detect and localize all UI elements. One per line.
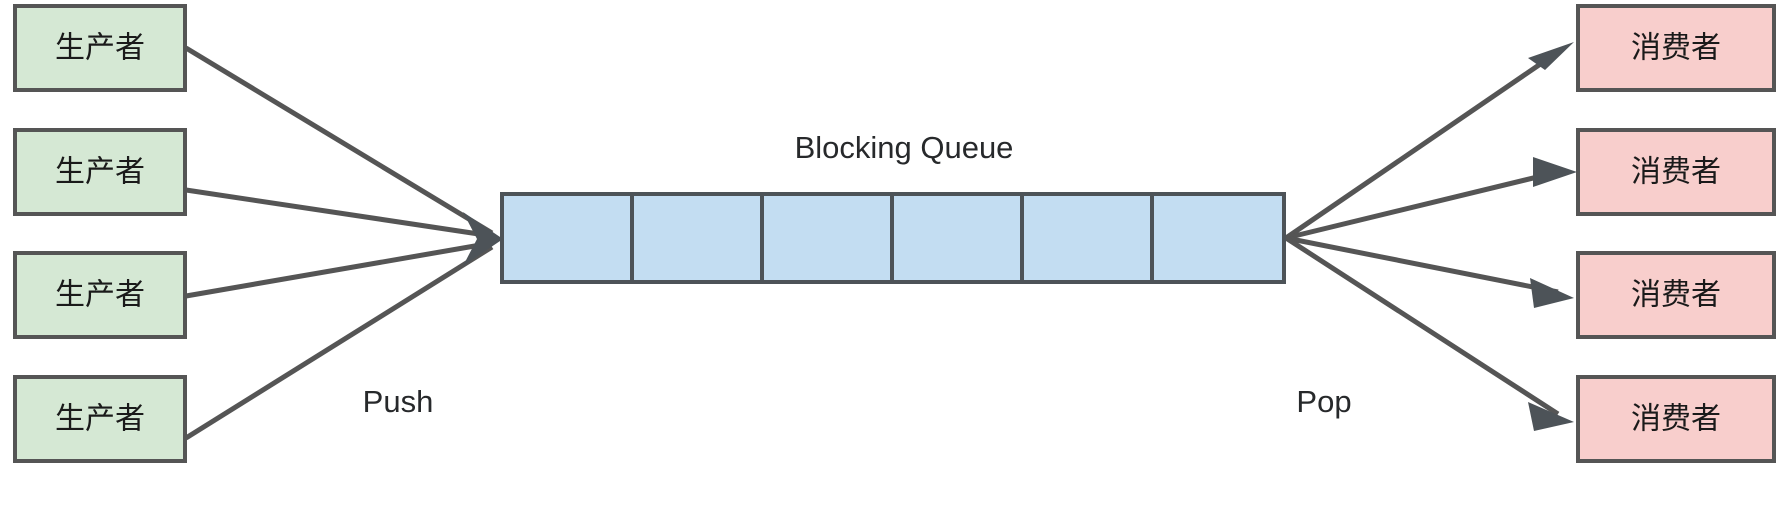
producer-node-2[interactable]: 生产者: [13, 128, 187, 216]
producer-group: 生产者 生产者 生产者 生产者: [13, 4, 187, 463]
edge-queue-to-consumer-3: [1285, 235, 1559, 295]
edge-producer-1-to-queue: [184, 45, 494, 236]
producer-node-3[interactable]: 生产者: [13, 251, 187, 339]
producer-node-1[interactable]: 生产者: [13, 4, 187, 92]
push-arrowhead-icon: [463, 212, 503, 266]
consumer-box-3[interactable]: [1576, 251, 1776, 339]
edge-queue-to-consumer-4: [1284, 235, 1560, 417]
consumer-node-3[interactable]: 消费者: [1576, 251, 1776, 339]
producer-label-3: 生产者: [55, 278, 145, 313]
consumer-box-1[interactable]: [1576, 4, 1776, 92]
consumer-label-4: 消费者: [1631, 402, 1721, 437]
queue-cell-1[interactable]: [500, 192, 634, 284]
consumer-box-4[interactable]: [1576, 375, 1776, 463]
edge-producer-4-to-queue: [184, 244, 494, 441]
edge-producer-2-to-queue: [185, 187, 493, 239]
queue-cell-2[interactable]: [630, 192, 764, 284]
pop-arrowhead-2-icon: [1533, 157, 1577, 187]
consumer-node-4[interactable]: 消费者: [1576, 375, 1776, 463]
queue-cell-6[interactable]: [1150, 192, 1286, 284]
edge-queue-to-consumer-1: [1284, 49, 1560, 241]
producer-label-1: 生产者: [55, 31, 145, 66]
producer-box-4[interactable]: [13, 375, 187, 463]
producer-node-4[interactable]: 生产者: [13, 375, 187, 463]
pop-arrowhead-3-icon: [1530, 278, 1574, 308]
edge-queue-to-consumer-2: [1285, 169, 1559, 241]
pop-label: Pop: [1296, 384, 1351, 419]
pop-edges: [1284, 42, 1577, 431]
consumer-group: 消费者 消费者 消费者 消费者: [1576, 4, 1776, 463]
consumer-node-2[interactable]: 消费者: [1576, 128, 1776, 216]
producer-label-2: 生产者: [55, 155, 145, 190]
blocking-queue-title: Blocking Queue: [795, 130, 1014, 165]
consumer-label-2: 消费者: [1631, 155, 1721, 190]
blocking-queue[interactable]: [500, 192, 1286, 284]
queue-cell-3[interactable]: [760, 192, 894, 284]
consumer-label-3: 消费者: [1631, 278, 1721, 313]
push-edges: [184, 45, 503, 441]
queue-cell-5[interactable]: [1020, 192, 1154, 284]
queue-cell-4[interactable]: [890, 192, 1024, 284]
producer-box-3[interactable]: [13, 251, 187, 339]
consumer-node-1[interactable]: 消费者: [1576, 4, 1776, 92]
edge-producer-3-to-queue: [185, 240, 493, 299]
producer-label-4: 生产者: [55, 402, 145, 437]
pop-arrowhead-4-icon: [1528, 402, 1574, 431]
consumer-box-2[interactable]: [1576, 128, 1776, 216]
producer-box-1[interactable]: [13, 4, 187, 92]
consumer-label-1: 消费者: [1631, 31, 1721, 66]
producer-box-2[interactable]: [13, 128, 187, 216]
pop-arrowhead-1-icon: [1528, 42, 1574, 70]
push-label: Push: [363, 384, 434, 419]
